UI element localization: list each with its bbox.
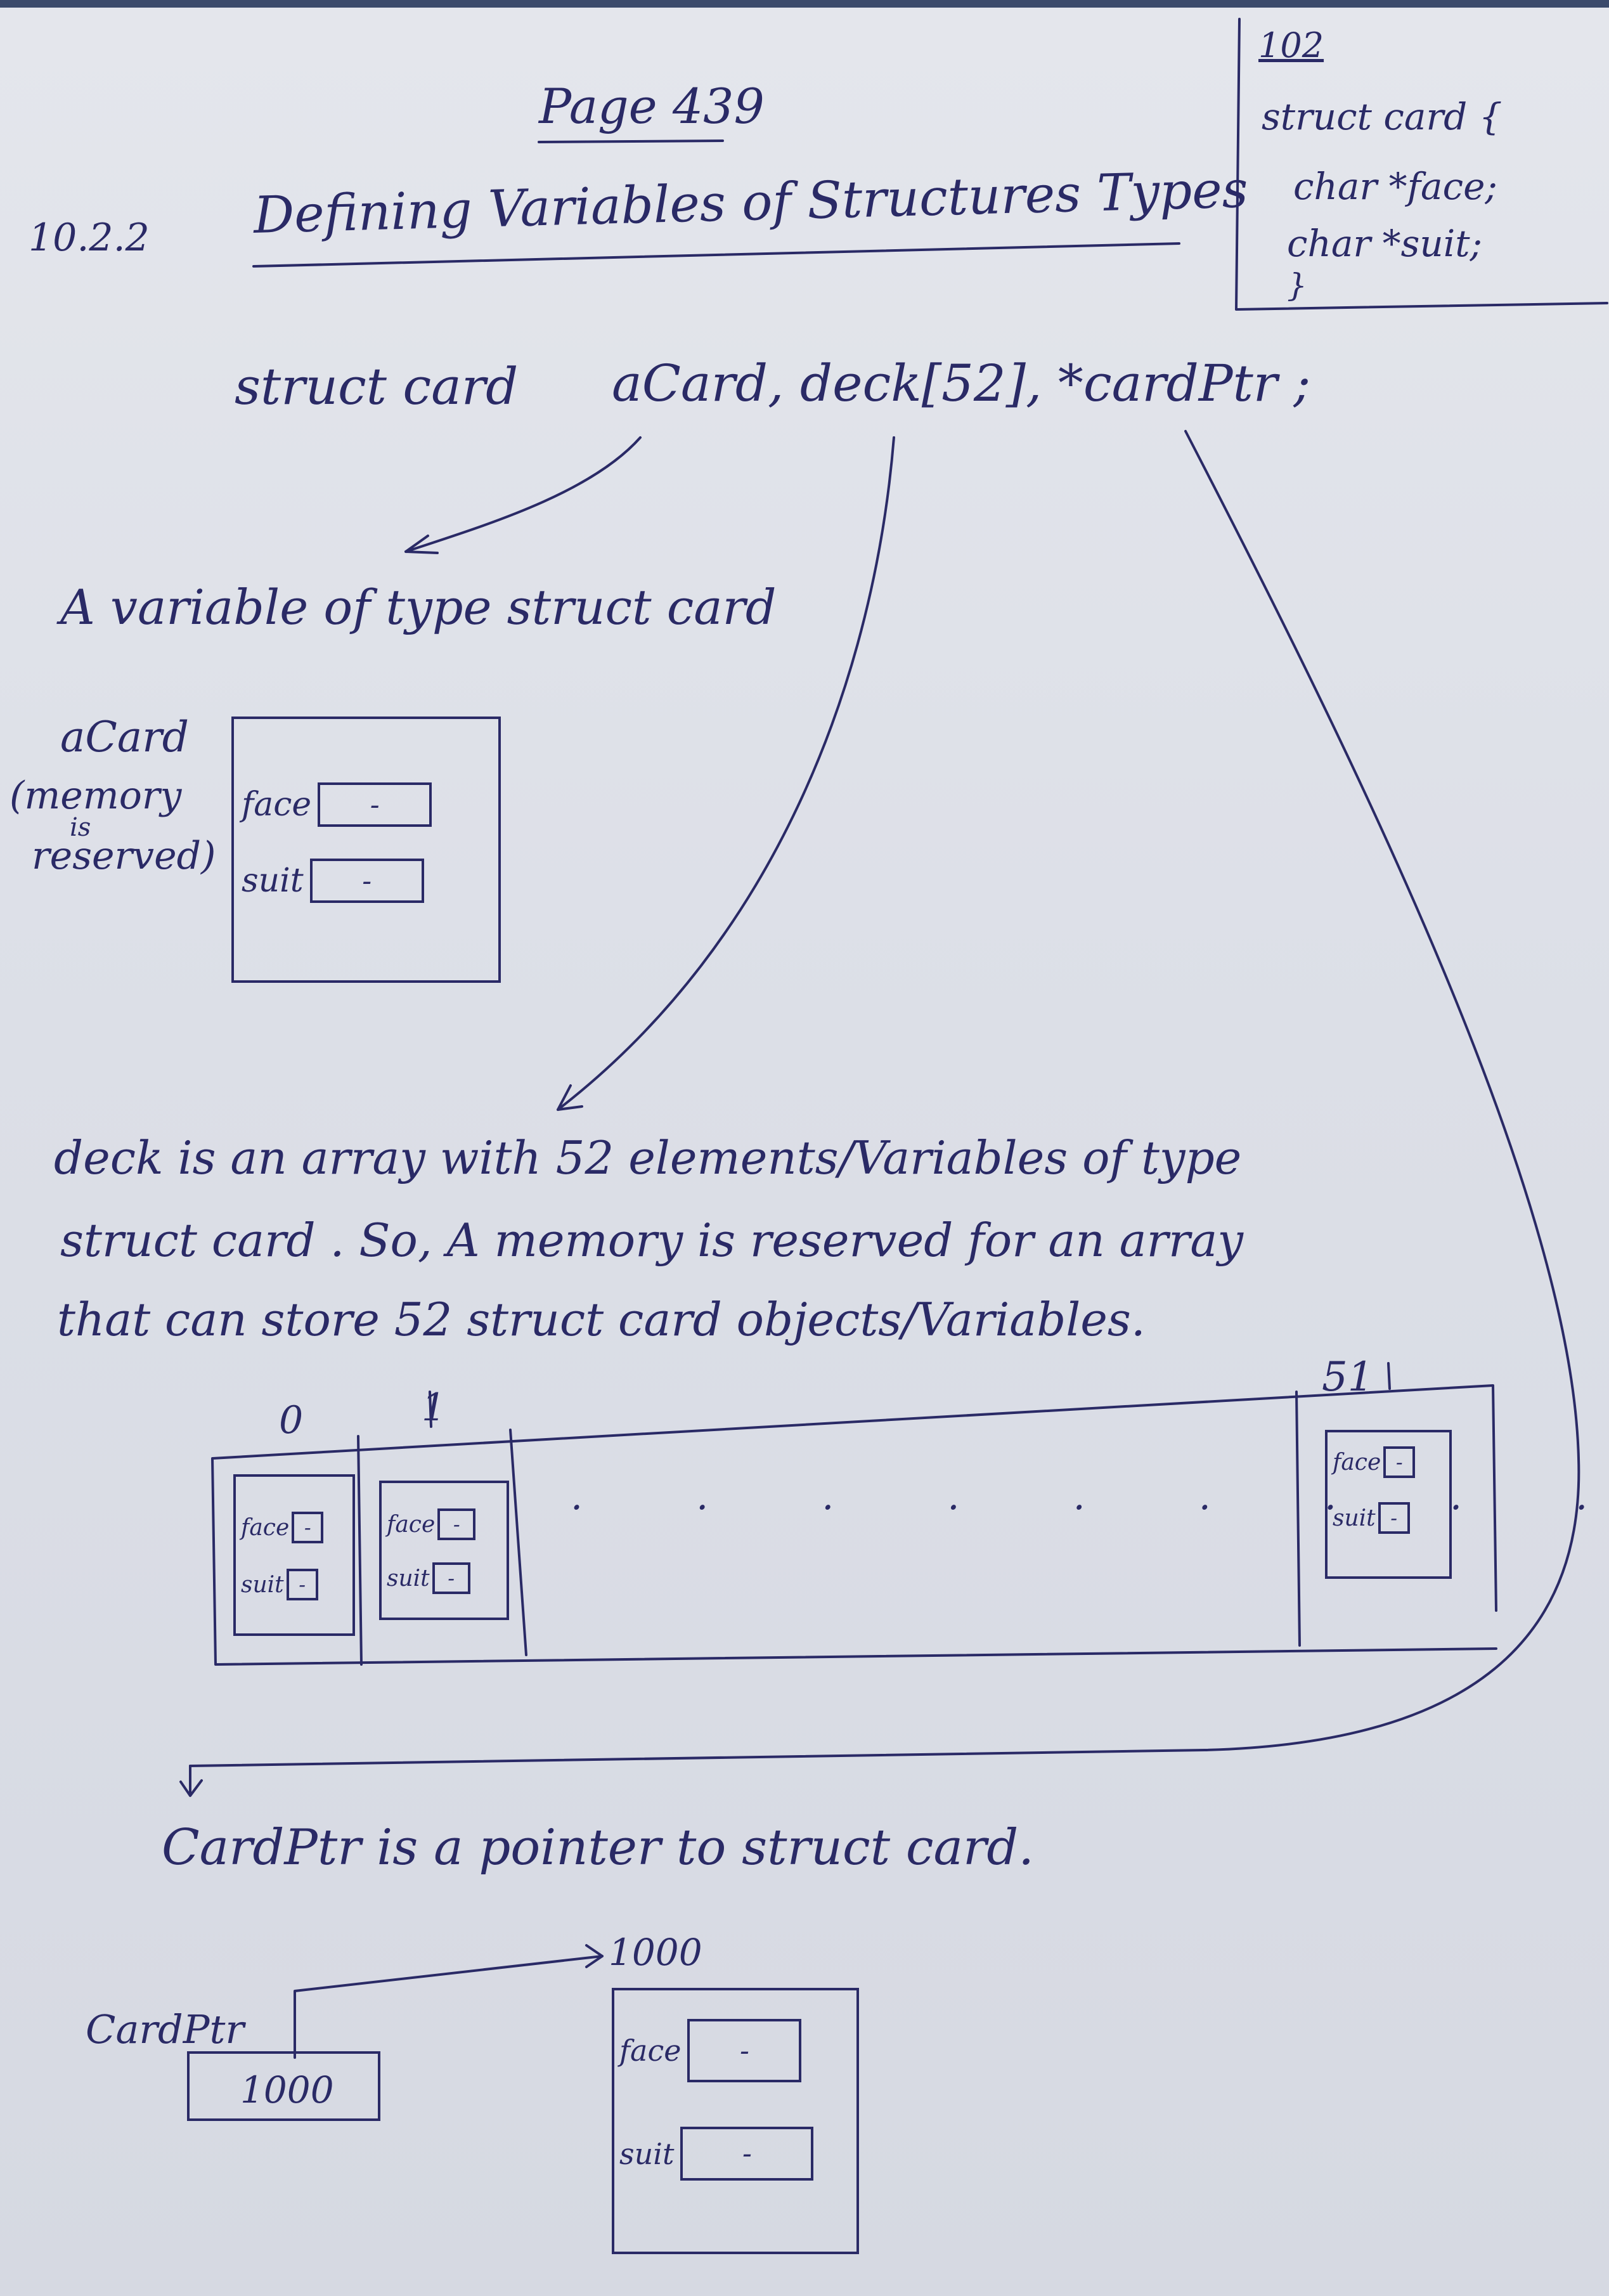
- deck-element-0: face - suit -: [233, 1474, 355, 1636]
- acard-note: is: [70, 813, 91, 842]
- acard-name: aCard: [60, 713, 189, 762]
- acard-note: (memory: [10, 774, 182, 818]
- suit-slot: -: [309, 859, 424, 903]
- section-title: Defining Variables of Structures Types: [252, 159, 1249, 245]
- face-label: face: [242, 786, 312, 824]
- suit-label: suit: [619, 2136, 675, 2171]
- suit-slot: -: [432, 1562, 470, 1594]
- face-slot: -: [1383, 1446, 1416, 1478]
- deck-text-line: struct card . So, A memory is reserved f…: [60, 1214, 1244, 1267]
- acard-suit-row: suit -: [242, 859, 424, 903]
- page-ref: Page 439: [539, 78, 765, 134]
- deck-text-line: deck is an array with 52 elements/Variab…: [54, 1131, 1242, 1184]
- deck-index-1: 1: [422, 1385, 446, 1430]
- acard-note: reserved): [32, 834, 216, 878]
- sidebar-note-line: }: [1287, 267, 1307, 304]
- declaration-keyword: struct card: [235, 357, 519, 416]
- sidebar-note-line: struct card {: [1262, 95, 1502, 138]
- suit-slot: -: [680, 2127, 814, 2181]
- deck-face-row: face -: [1333, 1446, 1416, 1478]
- declaration-variables: aCard, deck[52], *cardPtr ;: [612, 354, 1311, 413]
- acard-box: face - suit -: [231, 717, 501, 983]
- section-number: 10.2.2: [29, 216, 150, 260]
- top-edge: [0, 0, 1609, 8]
- pointer-caption: CardPtr is a pointer to struct card.: [162, 1819, 1035, 1876]
- pointed-suit-row: suit -: [619, 2127, 814, 2181]
- suit-slot: -: [1378, 1502, 1410, 1534]
- acard-face-row: face -: [242, 782, 432, 827]
- suit-label: suit: [1333, 1505, 1376, 1531]
- pointer-box: 1000: [187, 2051, 380, 2121]
- target-address: 1000: [609, 1931, 702, 1974]
- deck-arrow: [557, 436, 895, 1111]
- acard-arrow: [404, 436, 642, 553]
- page-ref-underline: [538, 139, 724, 143]
- face-slot: -: [318, 782, 432, 827]
- face-label: face: [241, 1514, 290, 1541]
- pointed-struct-box: face - suit -: [612, 1988, 859, 2254]
- face-label: face: [1333, 1449, 1381, 1476]
- face-label: face: [387, 1511, 436, 1538]
- face-slot: -: [437, 1508, 476, 1540]
- pointer-arrow: [294, 1955, 604, 2059]
- sidebar-note-number: 102: [1258, 25, 1324, 65]
- deck-suit-row: suit -: [241, 1569, 318, 1600]
- sidebar-note-line: char *suit;: [1287, 222, 1483, 265]
- sidebar-note-line: char *face;: [1293, 165, 1497, 208]
- face-label: face: [619, 2033, 682, 2068]
- deck-text-line: that can store 52 struct card objects/Va…: [57, 1293, 1146, 1346]
- deck-element-1: face - suit -: [379, 1481, 509, 1620]
- deck-face-row: face -: [387, 1508, 476, 1540]
- pointer-name: CardPtr: [86, 2006, 244, 2053]
- deck-element-51: face - suit -: [1325, 1430, 1452, 1579]
- deck-ellipsis: . . . . . . . . .: [571, 1474, 1609, 1519]
- deck-face-row: face -: [241, 1512, 324, 1543]
- deck-suit-row: suit -: [387, 1562, 470, 1594]
- suit-label: suit: [387, 1565, 430, 1592]
- acard-caption: A variable of type struct card: [60, 579, 777, 635]
- section-title-underline: [252, 242, 1180, 268]
- suit-label: suit: [242, 862, 304, 900]
- suit-label: suit: [241, 1571, 284, 1598]
- pointed-face-row: face -: [619, 2019, 802, 2082]
- face-slot: -: [687, 2019, 802, 2082]
- deck-suit-row: suit -: [1333, 1502, 1410, 1534]
- deck-index-51: 51: [1322, 1354, 1374, 1401]
- pointer-value: 1000: [240, 2068, 334, 2111]
- suit-slot: -: [286, 1569, 318, 1600]
- deck-index-0: 0: [279, 1398, 304, 1443]
- face-slot: -: [292, 1512, 324, 1543]
